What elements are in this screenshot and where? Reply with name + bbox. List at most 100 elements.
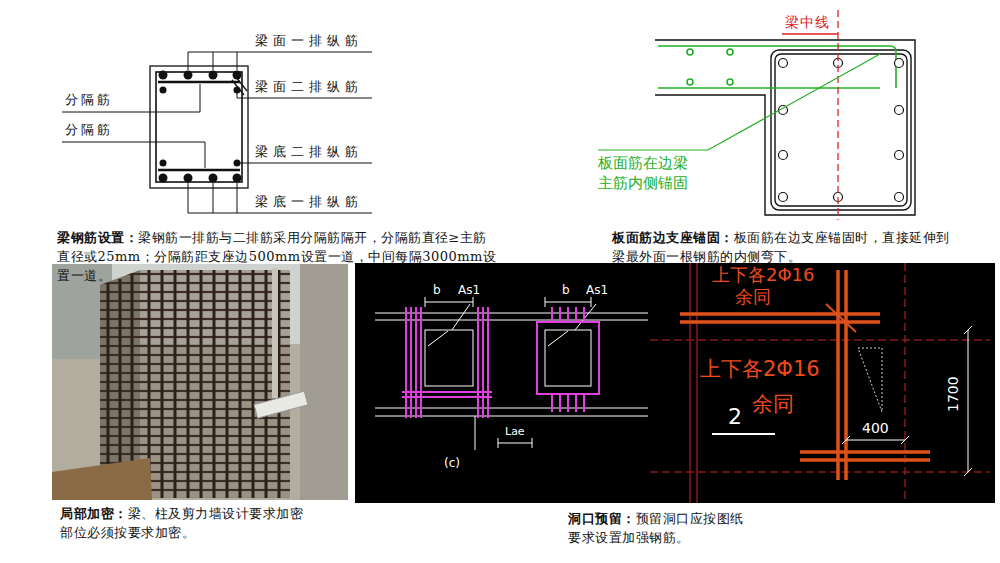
rebar-note: 余同 (752, 392, 794, 417)
reinforcing-bar (826, 304, 856, 332)
centerline (837, 10, 838, 220)
dimension-label: 1700 (945, 376, 962, 412)
centerline (782, 33, 838, 34)
rebar-label: 梁面一排纵筋 (255, 33, 363, 49)
edge-beam (771, 50, 911, 210)
magenta-rebar (405, 307, 407, 418)
edge-beam (775, 54, 907, 206)
cad-lines (575, 304, 596, 330)
rebar-label: 梁面二排纵筋 (255, 79, 363, 95)
opening-symbol (858, 348, 882, 412)
dimension-line (712, 326, 972, 476)
rebar-label: As1 (586, 283, 608, 297)
rebar-label: 分隔筋 (65, 92, 113, 108)
caption-paragraph: 板面筋边支座锚固：板面筋在边支座锚固时，直接延伸到梁最外面一根钢筋的内侧弯下。 (612, 229, 952, 267)
magenta-rebar (559, 307, 561, 322)
rebar-dots (160, 87, 167, 94)
magenta-rebar (537, 322, 599, 394)
leader-line (62, 84, 200, 112)
cad-lines (425, 302, 473, 303)
column-photo (52, 264, 348, 500)
caption-paragraph: 梁钢筋设置：梁钢筋一排筋与二排筋采用分隔筋隔开，分隔筋直径≥主筋直径或25mm；… (57, 229, 497, 286)
rebar-note: 余同 (735, 286, 771, 308)
magenta-rebar (575, 307, 577, 322)
beam-bar (895, 151, 904, 160)
cad-lines (498, 438, 499, 448)
rebar-label: 梁底一排纵筋 (255, 194, 363, 210)
rebar-dots (159, 71, 168, 80)
cad-lines (425, 297, 426, 307)
slab-rebar (727, 79, 733, 85)
wall-lines (650, 471, 990, 473)
column-photo (119, 279, 122, 494)
cad-lines (425, 330, 473, 386)
beam-section (158, 81, 240, 84)
reinforcing-bar (836, 270, 840, 480)
wall-lines (689, 263, 691, 503)
magenta-rebar (567, 307, 569, 322)
leader-line (237, 163, 372, 164)
magenta-rebar (410, 307, 412, 418)
leader-line (62, 142, 205, 168)
magenta-rebar (402, 307, 599, 418)
slab-rebar (658, 46, 896, 88)
cad-lines (428, 331, 448, 346)
rebar-label: 分隔筋 (65, 122, 113, 138)
magenta-rebar (551, 307, 553, 322)
green-leader (598, 54, 880, 150)
magenta-rebar (583, 307, 585, 322)
magenta-rebar (482, 307, 484, 418)
beam-bar (779, 59, 904, 202)
wall-lines (904, 263, 906, 503)
caption-heading: 洞口预留： (568, 511, 636, 526)
reinforcing-bar (800, 450, 930, 454)
rebar-dots (233, 174, 242, 183)
reinforcing-bar (844, 270, 848, 480)
magenta-rebar (559, 394, 561, 412)
magenta-rebar (402, 396, 492, 398)
beam-bar (895, 193, 904, 202)
dimension-line (964, 468, 972, 476)
rebar-note: 上下各2Φ16 (712, 264, 815, 286)
magenta-rebar (487, 307, 489, 418)
detail-label: (c) (444, 456, 460, 470)
leader-line (237, 183, 238, 213)
callout-note: 板面筋在边梁 主筋内侧锚固 (598, 154, 698, 193)
dimension-line (846, 440, 905, 441)
edge-beam (655, 40, 915, 215)
column-photo (52, 264, 348, 500)
magenta-rebar (415, 307, 417, 418)
beam-section (158, 169, 240, 172)
beam-bar (895, 59, 904, 68)
beam-bar (779, 151, 788, 160)
magenta-rebar (583, 394, 585, 412)
centerline (782, 10, 838, 220)
cad-lines (545, 302, 591, 303)
dimension-label: 400 (862, 420, 889, 437)
beam-section (150, 66, 248, 188)
caption-paragraph: 局部加密：梁、柱及剪力墙设计要求加密部位必须按要求加密。 (60, 505, 312, 543)
dimension-line (964, 326, 972, 334)
slab-rebar (687, 79, 693, 85)
cad-lines (532, 438, 533, 448)
rebar-label: As1 (458, 283, 480, 297)
rebar-dots (184, 71, 193, 80)
caption-paragraph: 洞口预留：预留洞口应按图纸要求设置加强钢筋。 (568, 510, 752, 548)
leader-line (237, 90, 238, 98)
leader-line (188, 183, 189, 213)
column-photo (140, 270, 290, 498)
magenta-rebar (551, 394, 553, 412)
cad-lines (375, 297, 648, 450)
leader-line (62, 52, 372, 213)
cad-lines (452, 304, 470, 330)
leader-line (213, 52, 214, 70)
reinforcing-bar (680, 320, 880, 324)
dimension-line (842, 436, 850, 444)
cad-background (355, 263, 995, 503)
column-photo (140, 270, 290, 498)
beam-bar (895, 106, 904, 115)
column-photo (254, 391, 308, 418)
leader-line (188, 52, 189, 70)
